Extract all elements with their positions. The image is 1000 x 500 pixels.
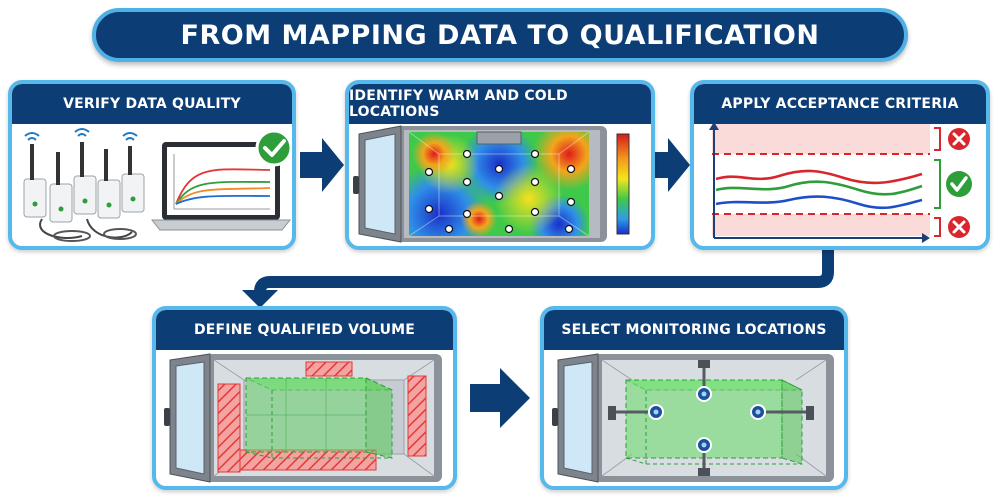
- monitoring-locations-illustration: [552, 353, 834, 483]
- panel-title: APPLY ACCEPTANCE CRITERIA: [694, 84, 986, 124]
- excluded-zone: [217, 361, 427, 473]
- diagram-title: FROM MAPPING DATA TO QUALIFICATION: [180, 19, 820, 51]
- panel-identify-warm-cold: IDENTIFY WARM AND COLD LOCATIONS: [345, 80, 655, 250]
- color-scale-bar: [616, 133, 630, 235]
- flow-arrow-icon: [470, 368, 530, 428]
- flow-arrow-icon: [652, 138, 690, 192]
- panel-title: SELECT MONITORING LOCATIONS: [544, 310, 844, 350]
- fail-x-icon: [948, 128, 970, 150]
- qualified-volume-illustration: [164, 353, 442, 483]
- data-logger-group: [23, 142, 145, 223]
- flow-arrow-icon: [254, 250, 834, 300]
- qualified-volume-box: [625, 379, 803, 465]
- acceptance-criteria-illustration: [709, 124, 972, 243]
- panel-verify-data-quality: VERIFY DATA QUALITY: [8, 80, 296, 250]
- panel-title: VERIFY DATA QUALITY: [12, 84, 292, 124]
- fail-x-icon: [948, 216, 970, 238]
- open-door-icon: [552, 353, 599, 483]
- check-icon: [255, 129, 292, 167]
- panel-apply-acceptance-criteria: APPLY ACCEPTANCE CRITERIA: [690, 80, 990, 250]
- check-icon: [946, 171, 972, 197]
- title-banner: FROM MAPPING DATA TO QUALIFICATION: [92, 8, 908, 62]
- panel-select-monitoring-locations: SELECT MONITORING LOCATIONS: [540, 306, 848, 490]
- data-loggers-laptop-illustration: [23, 128, 292, 242]
- open-door-icon: [353, 125, 402, 243]
- heatmap-chamber-illustration: [353, 125, 630, 243]
- open-door-icon: [164, 353, 211, 483]
- sensor-points: [424, 149, 576, 234]
- monitoring-sensor-points: [648, 386, 766, 453]
- panel-title: IDENTIFY WARM AND COLD LOCATIONS: [349, 84, 651, 124]
- panel-title: DEFINE QUALIFIED VOLUME: [156, 310, 453, 350]
- wifi-icon: [24, 128, 138, 141]
- panel-define-qualified-volume: DEFINE QUALIFIED VOLUME: [152, 306, 457, 490]
- qualified-volume-box: [245, 377, 393, 459]
- probe-mounts: [614, 360, 808, 476]
- laptop-icon: [150, 142, 292, 231]
- flow-arrow-icon: [300, 138, 344, 192]
